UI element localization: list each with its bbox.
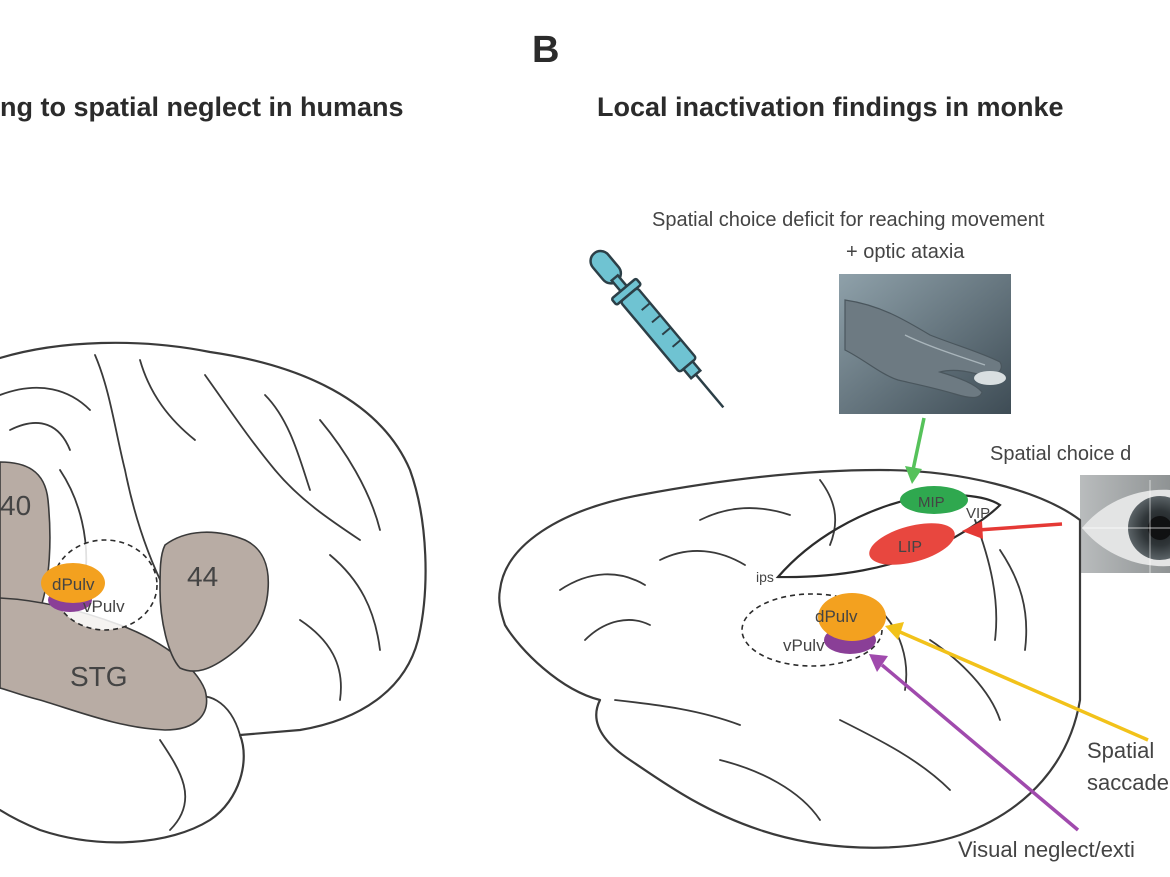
human-brain-outline bbox=[0, 341, 427, 844]
human-dpulv-region bbox=[41, 563, 105, 603]
human-dpulv-label: dPulv bbox=[52, 575, 95, 594]
area-40-region bbox=[0, 461, 51, 621]
human-vpulv-label: vPulv bbox=[83, 597, 125, 616]
panel-b-title: Local inactivation findings in monke bbox=[597, 92, 1064, 122]
mip-label: MIP bbox=[918, 494, 945, 511]
ips-sulcus bbox=[775, 493, 1002, 579]
panel-b-letter: B bbox=[532, 29, 559, 71]
panel-a-title: ng to spatial neglect in humans bbox=[0, 92, 404, 122]
saccade-caption-top: Spatial choice d bbox=[990, 443, 1131, 465]
monkey-brain bbox=[498, 468, 1082, 849]
area-44-label: 44 bbox=[187, 561, 218, 592]
lip-label: LIP bbox=[898, 539, 922, 556]
syringe-icon bbox=[589, 249, 725, 409]
monkey-dpulv-region bbox=[818, 593, 886, 641]
monkey-dpulv-label: dPulv bbox=[815, 607, 858, 626]
saccade-caption-line2: saccade bbox=[1087, 770, 1169, 795]
monkey-vpulv-label: vPulv bbox=[783, 636, 825, 655]
mip-region bbox=[900, 486, 968, 514]
neglect-caption: Visual neglect/exti bbox=[958, 837, 1135, 862]
eye-photo bbox=[1080, 475, 1170, 573]
reach-caption-line2: + optic ataxia bbox=[846, 241, 965, 263]
monkey-thalamus-outline bbox=[741, 593, 883, 667]
vip-label: VIP bbox=[966, 505, 990, 522]
area-40-label: 40 bbox=[0, 490, 31, 521]
reach-caption-line1: Spatial choice deficit for reaching move… bbox=[652, 209, 1045, 231]
arrow-green bbox=[905, 417, 926, 484]
arrow-yellow bbox=[885, 622, 1149, 742]
monkey-brain-outline bbox=[498, 468, 1082, 849]
saccade-caption-line1: Spatial bbox=[1087, 738, 1154, 763]
stg-label: STG bbox=[70, 661, 128, 692]
lip-region bbox=[869, 523, 955, 565]
hand-photo bbox=[839, 274, 1011, 414]
arrow-red bbox=[962, 521, 1063, 539]
arrow-purple bbox=[869, 654, 1080, 832]
area-44-region bbox=[159, 531, 270, 672]
ips-label: ips bbox=[756, 569, 774, 585]
